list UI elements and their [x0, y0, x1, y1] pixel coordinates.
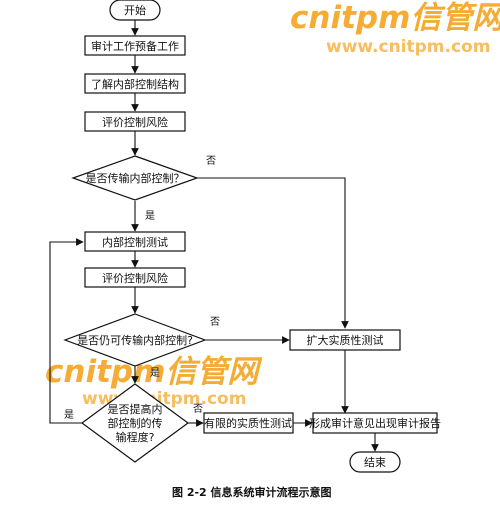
test-controls-box — [84, 231, 186, 252]
watermark-top: cnitpm信管网 www.cnitpm.com — [290, 0, 500, 57]
assess1-box — [84, 111, 186, 132]
node-start: 开始 — [109, 0, 161, 21]
node-decision2: 是否仍可传输内部控制? — [63, 313, 207, 367]
start-label: 开始 — [124, 3, 146, 17]
node-assess2: 评价控制风险 — [84, 267, 186, 288]
prep-box — [84, 35, 186, 56]
assess2-label: 评价控制风险 — [102, 271, 168, 285]
edge-decision3-yes — [49, 238, 84, 424]
node-understand: 了解内部控制结构 — [84, 73, 186, 94]
node-assess1: 评价控制风险 — [84, 111, 186, 132]
label-decision3-yes: 是 — [64, 409, 74, 421]
label-decision3-no: 否 — [193, 403, 203, 415]
node-end: 结束 — [349, 451, 401, 473]
limited-test-label: 有限的实质性测试 — [204, 416, 292, 430]
expand-test-box — [289, 329, 401, 351]
limited-test-box — [203, 412, 294, 434]
report-box — [312, 412, 438, 434]
edge-decision1-no — [197, 177, 349, 329]
report-label: 形成审计意见出现审计报告 — [309, 416, 441, 430]
node-report: 形成审计意见出现审计报告 — [309, 412, 441, 434]
label-decision2-no: 否 — [210, 316, 220, 328]
watermark-brand-mid: cnitpm信管网 — [45, 354, 263, 390]
decision2-label: 是否仍可传输内部控制? — [77, 333, 193, 347]
edges — [49, 20, 379, 452]
decision1-label: 是否传输内部控制？ — [86, 171, 185, 185]
decision3-label-line1: 是否提高内 — [108, 402, 163, 416]
decision3-label-line3: 输程度? — [116, 430, 155, 444]
label-decision1-no: 否 — [206, 155, 216, 167]
node-decision1: 是否传输内部控制？ — [71, 155, 199, 201]
label-decision1-yes: 是 — [145, 210, 155, 222]
node-limited-test: 有限的实质性测试 — [203, 412, 294, 434]
start-terminator — [109, 0, 161, 21]
end-label: 结束 — [364, 456, 386, 469]
test-controls-label: 内部控制测试 — [102, 235, 168, 249]
expand-test-label: 扩大实质性测试 — [307, 333, 384, 347]
edge-labels: 否 是 否 是 否 是 — [64, 155, 220, 421]
prep-label: 审计工作预备工作 — [91, 39, 179, 53]
understand-label: 了解内部控制结构 — [91, 77, 179, 91]
node-test-controls: 内部控制测试 — [84, 231, 186, 252]
watermark-brand-top: cnitpm信管网 — [290, 0, 500, 36]
node-decision3: 是否提高内 部控制的传 输程度? — [80, 383, 190, 463]
figure-caption: 图 2-2 信息系统审计流程示意图 — [172, 485, 332, 499]
assess1-label: 评价控制风险 — [102, 115, 168, 129]
end-terminator — [349, 451, 401, 473]
assess2-box — [84, 267, 186, 288]
watermark-url-top: www.cnitpm.com — [326, 37, 490, 57]
node-expand-test: 扩大实质性测试 — [289, 329, 401, 351]
node-prep: 审计工作预备工作 — [84, 35, 186, 56]
decision3-diamond — [80, 383, 190, 463]
understand-box — [84, 73, 186, 94]
decision2-diamond — [63, 313, 207, 367]
decision3-label-line2: 部控制的传 — [108, 416, 163, 430]
label-decision2-yes: 是 — [150, 367, 160, 379]
decision1-diamond — [71, 155, 199, 201]
